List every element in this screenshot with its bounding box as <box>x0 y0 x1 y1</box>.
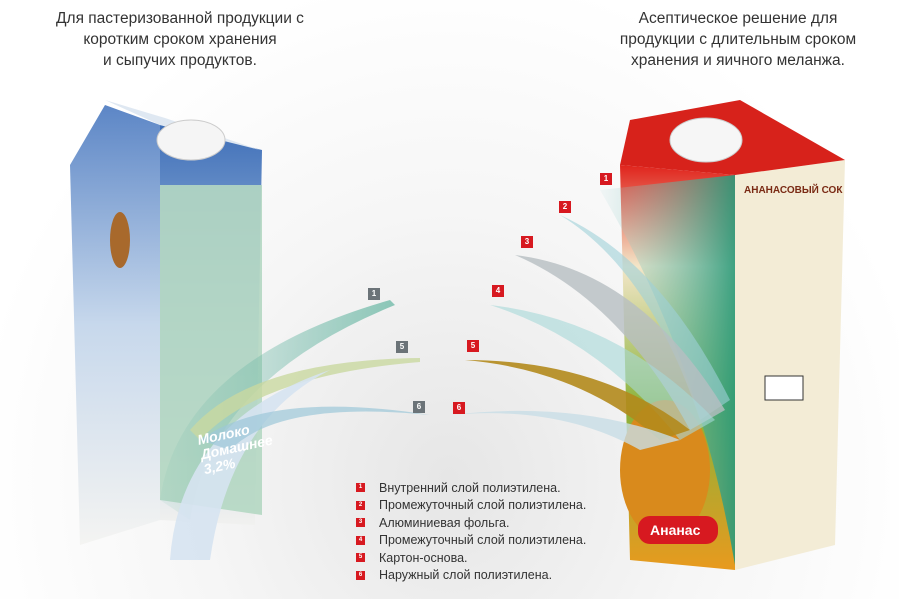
heading-line: продукции с длительным сроком <box>619 31 857 48</box>
heading-line: Асептическое решение для <box>638 10 838 27</box>
layer-badge-6: 6 <box>413 401 425 413</box>
carton-side <box>735 160 845 570</box>
layer-4 <box>490 305 715 440</box>
legend-text: Внутренний слой полиэтилена. <box>379 480 561 495</box>
right-carton <box>450 100 845 570</box>
carton-side <box>70 105 160 545</box>
legend-item: 5 Картон-основа. <box>356 549 586 567</box>
heading-right: Асептическое решение для продукции с дли… <box>578 8 898 71</box>
cap <box>669 117 743 163</box>
juice-product-label: Ананас <box>650 522 701 538</box>
layer-6 <box>450 410 680 450</box>
legend-number: 6 <box>356 570 365 580</box>
legend-item: 1 Внутренний слой полиэтилена. <box>356 479 586 497</box>
juice-title: АНАНАСОВЫЙ СОК <box>744 185 843 196</box>
layer-badge-1: 1 <box>368 288 380 300</box>
legend-text: Картон-основа. <box>379 550 468 565</box>
legend-number: 1 <box>356 483 365 493</box>
layer-badge-1: 1 <box>600 173 612 185</box>
layer-badge-5: 5 <box>396 341 408 353</box>
legend-item: 3 Алюминиевая фольга. <box>356 514 586 532</box>
legend-number: 5 <box>356 553 365 563</box>
legend-text: Наружный слой полиэтилена. <box>379 568 553 583</box>
product-label-badge <box>638 516 718 544</box>
layer-badge-6: 6 <box>453 402 465 414</box>
legend-item: 4 Промежуточный слой полиэтилена. <box>356 532 586 550</box>
layer-6 <box>200 406 430 450</box>
heading-line: хранения и яичного меланжа. <box>631 52 845 69</box>
cap <box>156 119 226 161</box>
legend-text: Алюминиевая фольга. <box>379 515 510 530</box>
heading-left: Для пастеризованной продукции с коротким… <box>20 8 340 71</box>
barcode <box>764 375 804 401</box>
layer-5 <box>465 360 690 440</box>
layer-1 <box>600 175 735 565</box>
left-carton <box>70 100 430 560</box>
legend-number: 3 <box>356 518 365 528</box>
layer-badge-5: 5 <box>467 340 479 352</box>
layer-badge-3: 3 <box>521 236 533 248</box>
milk-print-layer <box>170 370 330 560</box>
legend-number: 4 <box>356 535 365 545</box>
heading-line: Для пастеризованной продукции с <box>56 10 304 27</box>
layer-5 <box>190 358 420 440</box>
legend-text: Промежуточный слой полиэтилена. <box>379 498 587 513</box>
legend-item: 6 Наружный слой полиэтилена. <box>356 567 586 585</box>
bird-illustration <box>110 212 130 268</box>
heading-line: коротким сроком хранения <box>83 31 277 48</box>
legend-number: 2 <box>356 500 365 510</box>
layer-badge-4: 4 <box>492 285 504 297</box>
legend-item: 2 Промежуточный слой полиэтилена. <box>356 497 586 515</box>
legend-text: Промежуточный слой полиэтилена. <box>379 533 587 548</box>
layer-badge-2: 2 <box>559 201 571 213</box>
heading-line: и сыпучих продуктов. <box>103 52 257 69</box>
